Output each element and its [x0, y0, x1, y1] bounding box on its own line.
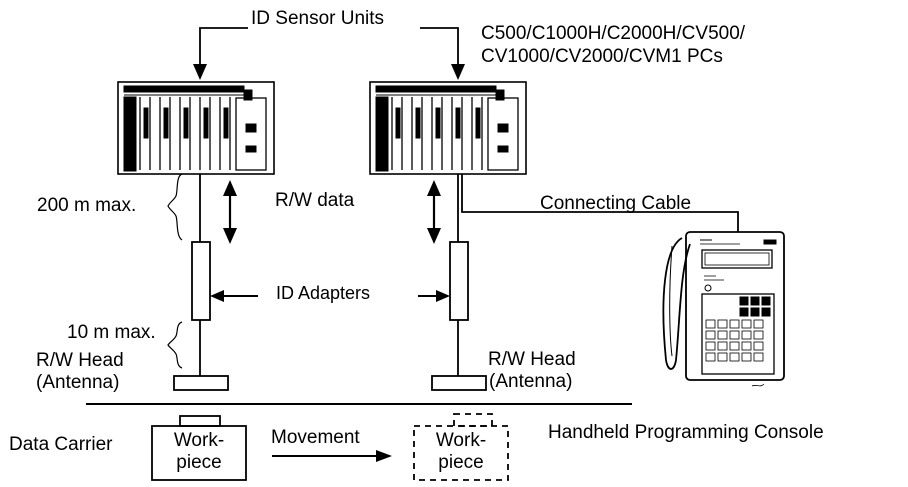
workpiece-right-text: Work- piece [414, 430, 508, 474]
label-rw-head-right-line1: R/W Head [488, 349, 576, 370]
workpiece-left-line2: piece [176, 452, 222, 473]
label-rw-head-left-line1: R/W Head [36, 350, 124, 371]
right-chain [431, 174, 739, 391]
rw-head-right-icon [431, 375, 487, 391]
arrow-down-right-unit [451, 64, 465, 80]
brace-10m [167, 321, 183, 369]
label-id-sensor-units: ID Sensor Units [251, 8, 385, 29]
label-movement: Movement [271, 427, 360, 448]
left-chain [173, 174, 229, 391]
rw-head-left-icon [173, 375, 229, 391]
label-rw-head-right-line2: (Antenna) [489, 371, 573, 392]
label-data-carrier: Data Carrier [9, 434, 113, 455]
label-console: Handheld Programming Console [548, 422, 824, 443]
workpiece-left [151, 415, 247, 481]
workpiece-left-text: Work- piece [152, 430, 246, 474]
plc-rack-right-icon [369, 81, 527, 175]
workpiece-left-line1: Work- [173, 430, 225, 451]
brace-200m [167, 173, 183, 241]
id-adapter-left-icon [191, 241, 211, 321]
handheld-console-icon [662, 231, 785, 387]
label-10m-max: 10 m max. [67, 322, 156, 343]
id-adapter-right-icon [449, 241, 469, 321]
label-connecting-cable: Connecting Cable [540, 193, 692, 214]
label-pcs-line-2: CV1000/CV2000/CVM1 PCs [481, 46, 723, 67]
label-200m-max: 200 m max. [37, 195, 137, 216]
label-id-adapters: ID Adapters [276, 283, 371, 303]
connecting-cable-line [461, 174, 739, 232]
label-rw-data: R/W data [275, 190, 355, 211]
arrow-down-left-unit [193, 64, 207, 80]
id-sensor-units-bracket [199, 27, 459, 76]
label-rw-head-left-line2: (Antenna) [36, 372, 120, 393]
workpiece-right-line1: Work- [435, 430, 487, 451]
workpiece-right-line2: piece [438, 452, 484, 473]
label-pcs-line-1: C500/C1000H/C2000H/CV500/ [481, 23, 746, 44]
plc-rack-left-icon [117, 81, 275, 175]
workpiece-right-dashed [413, 413, 509, 481]
data-carrier-tag-icon [179, 415, 221, 427]
